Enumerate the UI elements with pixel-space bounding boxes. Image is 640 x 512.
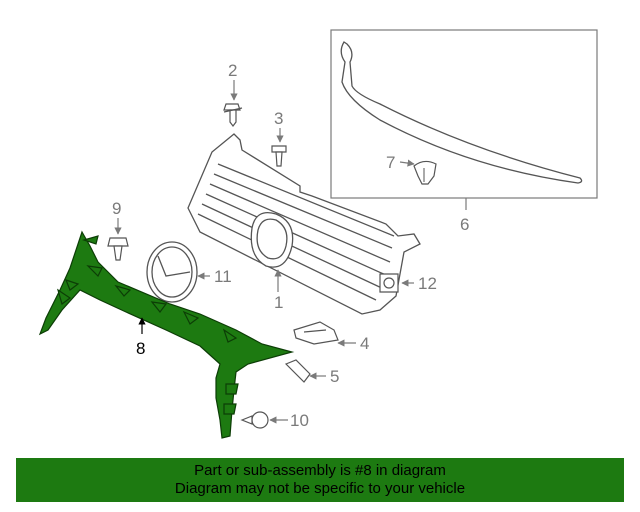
bumper-part-12: [379, 273, 399, 293]
banner-line-1: Part or sub-assembly is #8 in diagram: [194, 462, 446, 479]
callout-11: 11: [214, 267, 232, 286]
callout-4: 4: [360, 334, 369, 353]
clip-part-5: [284, 359, 311, 383]
callout-12: 12: [418, 274, 437, 293]
callout-5: 5: [330, 367, 339, 386]
emblem-part-11: [146, 241, 198, 303]
callout-2: 2: [228, 61, 237, 80]
clip-part-7: [413, 160, 437, 185]
callout-10: 10: [290, 411, 309, 430]
callout-9: 9: [112, 199, 121, 218]
callout-7: 7: [386, 153, 395, 172]
highlighted-molding-part-8: [38, 230, 295, 439]
callout-8: 8: [136, 339, 145, 358]
grille-part-1: [187, 133, 421, 315]
highlight-note-banner: Part or sub-assembly is #8 in diagram Di…: [16, 458, 624, 502]
callout-6: 6: [460, 215, 469, 234]
clip-part-9: [107, 237, 129, 261]
screw-part-3: [271, 145, 287, 167]
molding-part-6: [340, 41, 583, 184]
bracket-part-4: [293, 321, 339, 345]
clip-part-2: [223, 103, 243, 127]
molding-inset-box: [330, 29, 598, 199]
callout-1: 1: [274, 293, 283, 312]
banner-line-2: Diagram may not be specific to your vehi…: [174, 480, 466, 497]
callout-3: 3: [274, 109, 283, 128]
bolt-part-10: [240, 411, 269, 429]
